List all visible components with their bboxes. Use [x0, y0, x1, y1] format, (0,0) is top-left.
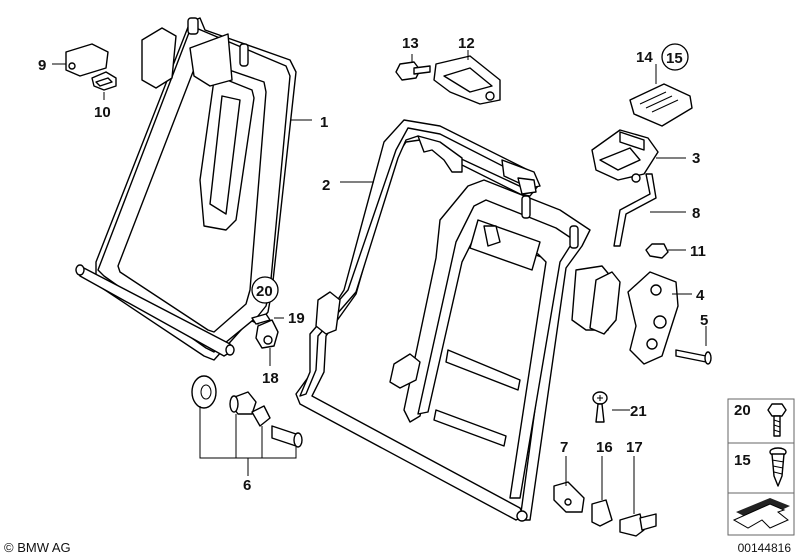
- label-7: 7: [560, 439, 568, 456]
- legend-panel: 20 15: [727, 398, 795, 536]
- part-19-clip[interactable]: [251, 313, 271, 325]
- legend-screw-20-icon: [767, 403, 787, 437]
- circled-label-15: 15: [661, 43, 689, 71]
- part-14-cover[interactable]: [629, 83, 693, 127]
- label-12: 12: [458, 35, 475, 52]
- part-11-nut[interactable]: [645, 243, 669, 259]
- label-10: 10: [94, 104, 111, 121]
- part-12-catch[interactable]: [433, 55, 501, 105]
- circled-label-20: 20: [251, 276, 279, 304]
- label-14: 14: [636, 49, 653, 66]
- label-17: 17: [626, 439, 643, 456]
- label-2: 2: [322, 177, 330, 194]
- part-5-bolt[interactable]: [675, 349, 712, 365]
- part-10-screw[interactable]: [91, 71, 117, 91]
- label-13: 13: [402, 35, 419, 52]
- label-4: 4: [696, 287, 705, 304]
- legend-label-20: 20: [734, 402, 751, 419]
- part-8-rod[interactable]: [613, 173, 657, 247]
- legend-arrow-icon: [732, 498, 790, 529]
- part-21-screw[interactable]: [592, 391, 608, 423]
- part-16-spring-nut[interactable]: [591, 499, 613, 527]
- label-6: 6: [243, 477, 251, 494]
- label-8: 8: [692, 205, 700, 222]
- legend-screw-15-icon: [769, 447, 787, 487]
- label-21: 21: [630, 403, 647, 420]
- svg-text:15: 15: [666, 50, 683, 67]
- part-6-axle-parts[interactable]: [191, 375, 303, 448]
- part-2-right-backrest-frame[interactable]: [295, 119, 613, 522]
- label-18: 18: [262, 370, 279, 387]
- leader-lines: [52, 50, 707, 514]
- part-9-bracket[interactable]: [65, 43, 109, 77]
- svg-text:20: 20: [256, 283, 273, 300]
- part-labels: 1 2 3 4 5 6 7 8 9 10 11 12 13 14 16 17 1…: [38, 35, 708, 494]
- part-7-bracket[interactable]: [553, 481, 585, 513]
- part-1-left-backrest-frame[interactable]: [75, 17, 297, 361]
- label-16: 16: [596, 439, 613, 456]
- diagram-id: 00144816: [737, 541, 791, 555]
- label-3: 3: [692, 150, 700, 167]
- label-5: 5: [700, 312, 708, 329]
- part-3-lock-housing[interactable]: [591, 129, 659, 183]
- part-17-bolt[interactable]: [619, 513, 657, 537]
- label-1: 1: [320, 114, 328, 131]
- label-9: 9: [38, 57, 46, 74]
- legend-label-15: 15: [734, 452, 751, 469]
- part-13-screw[interactable]: [395, 61, 431, 81]
- part-4-lock[interactable]: [589, 271, 679, 365]
- label-19: 19: [288, 310, 305, 327]
- part-18-clip[interactable]: [255, 319, 279, 349]
- label-11: 11: [690, 243, 706, 260]
- copyright-text: © BMW AG: [4, 540, 71, 555]
